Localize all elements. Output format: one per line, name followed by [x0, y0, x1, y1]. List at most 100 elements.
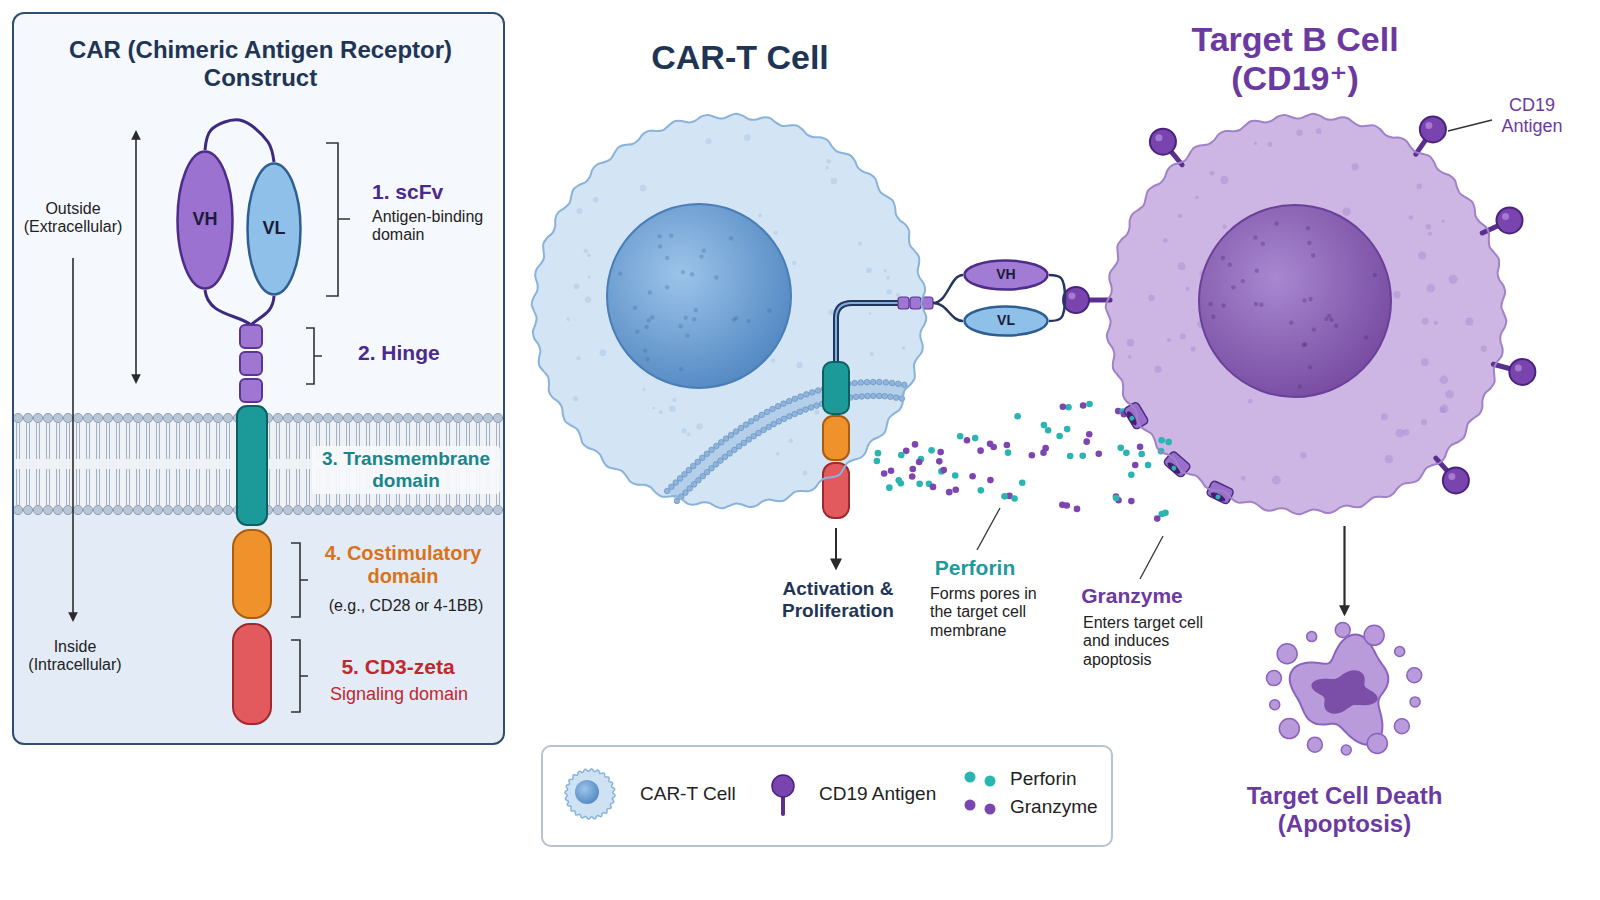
granzyme-molecule	[937, 449, 944, 456]
lipid-head	[443, 505, 452, 514]
nucleus-texture	[685, 333, 689, 337]
lipid-head	[363, 413, 372, 422]
lipid-head	[343, 413, 352, 422]
cytoplasm-texture	[1195, 195, 1199, 199]
cytoplasm-texture	[1209, 171, 1214, 176]
granzyme-molecule	[1154, 515, 1161, 522]
lipid-tail	[296, 423, 297, 459]
lipid-tail	[159, 469, 160, 505]
lipid-head	[403, 505, 412, 514]
hinge-segment	[898, 297, 909, 309]
lipid-head	[203, 505, 212, 514]
cytoplasm-texture	[600, 349, 607, 356]
lipid-head	[43, 505, 52, 514]
lipid-head	[792, 396, 798, 402]
granzyme-molecule	[881, 470, 888, 477]
cytoplasm-texture	[1220, 176, 1228, 184]
granzyme-molecule	[987, 441, 994, 448]
nucleus-texture	[729, 236, 733, 240]
cytoplasm-texture	[1481, 346, 1487, 352]
region-label: Outside (Extracellular)	[18, 200, 128, 237]
lipid-head	[423, 505, 432, 514]
granzyme-molecule	[1128, 498, 1135, 505]
apoptotic-fragment	[1335, 623, 1350, 638]
granzyme-molecule	[1083, 438, 1090, 445]
lipid-head	[691, 482, 697, 488]
lipid-head	[23, 413, 32, 422]
cytoplasm-texture	[659, 410, 663, 414]
granzyme-molecule	[930, 484, 937, 491]
cell-outline	[1106, 114, 1507, 515]
lipid-head	[103, 505, 112, 514]
apoptotic-fragment	[1266, 671, 1281, 686]
lipid-head	[123, 413, 132, 422]
nucleus-texture	[746, 319, 750, 323]
lipid-head	[363, 505, 372, 514]
lipid-tail	[76, 469, 77, 505]
legend-swatch	[958, 795, 1002, 819]
cytoplasm-texture	[1296, 130, 1303, 137]
lipid-head	[709, 447, 715, 453]
cytoplasm-texture	[1418, 251, 1426, 259]
lipid-head	[736, 444, 742, 450]
lipid-head	[283, 413, 292, 422]
cytoplasm-texture	[1127, 339, 1135, 347]
nucleus-texture	[692, 317, 696, 321]
cytoplasm-texture	[1445, 390, 1453, 398]
nucleus-texture	[702, 248, 706, 252]
costimulatory-domain	[233, 530, 271, 618]
lipid-tail	[49, 469, 50, 505]
legend-text: Granzyme	[1010, 796, 1098, 818]
cytoplasm-texture	[1422, 318, 1429, 325]
perforin-molecule	[1162, 510, 1169, 517]
lipid-tail	[169, 469, 170, 505]
light-chain-domain: VL	[246, 162, 302, 296]
lipid-head	[770, 406, 776, 412]
granzyme-molecule	[888, 467, 895, 474]
bracket	[291, 543, 308, 617]
lipid-head	[63, 505, 72, 514]
cytoplasm-texture	[1154, 366, 1161, 373]
lipid-head	[153, 413, 162, 422]
lipid-head	[687, 486, 693, 492]
nucleus-texture	[650, 315, 654, 319]
lipid-head	[733, 429, 739, 435]
lipid-head	[787, 414, 793, 420]
granzyme-molecule	[1137, 444, 1144, 451]
perforin-molecule	[978, 487, 985, 494]
costimulatory-domain	[823, 416, 849, 460]
nucleus-texture	[1308, 297, 1312, 301]
apoptotic-fragment	[1367, 733, 1387, 753]
process-label: Activation & Proliferation	[779, 578, 897, 622]
nucleus-texture	[1373, 273, 1377, 277]
lipid-head	[393, 505, 402, 514]
nucleus-texture	[665, 285, 669, 289]
lipid-tail	[46, 423, 47, 459]
cytoplasm-texture	[1316, 128, 1322, 134]
cytoplasm-texture	[802, 471, 807, 476]
granzyme-molecule	[1080, 402, 1087, 409]
lipid-head	[173, 505, 182, 514]
apoptotic-body	[1290, 635, 1389, 745]
lipid-head	[403, 413, 412, 422]
nucleus-texture	[1221, 303, 1225, 307]
flow-arrow	[1343, 526, 1345, 614]
lipid-head	[153, 505, 162, 514]
lipid-head	[33, 505, 42, 514]
cd19-highlight	[1448, 473, 1455, 480]
domain-outline	[178, 152, 233, 289]
lipid-head	[63, 413, 72, 422]
lipid-tail	[299, 423, 300, 459]
lipid-head	[393, 413, 402, 422]
perforin-molecule	[1011, 495, 1018, 502]
lipid-head	[808, 405, 814, 411]
lipid-head	[682, 471, 688, 477]
lipid-tail	[226, 423, 227, 459]
part-description: Antigen-binding domain	[372, 208, 500, 245]
lipid-tail	[129, 423, 130, 459]
perforin-molecule	[1041, 422, 1048, 429]
molecule-description: Enters target cell and induces apoptosis	[1083, 614, 1223, 669]
granzyme-molecule	[936, 458, 943, 465]
lipid-tail	[19, 423, 20, 459]
cytoplasm-texture	[1241, 476, 1246, 481]
